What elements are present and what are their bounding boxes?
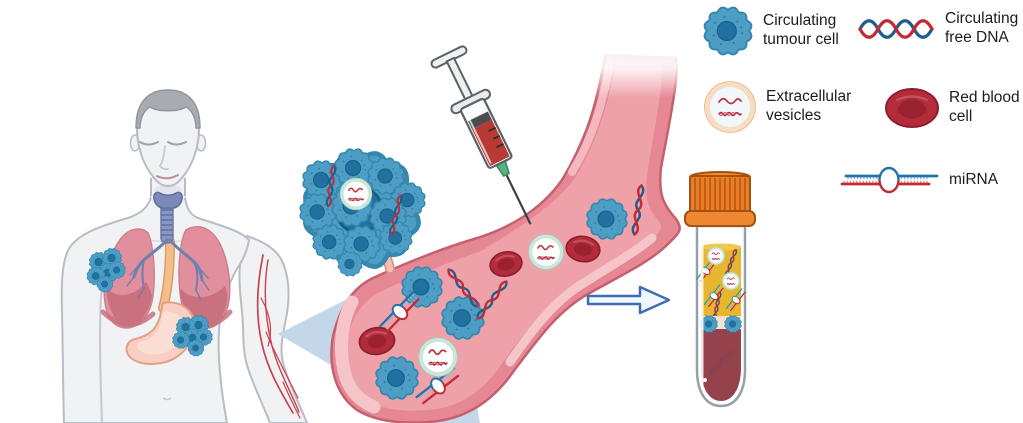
- bronchi: [126, 238, 210, 301]
- tumour-cell: [375, 356, 419, 400]
- stomach: [125, 301, 196, 365]
- legend-item-mirna: miRNA: [840, 162, 998, 198]
- trachea: [160, 202, 174, 244]
- legend-label: miRNA: [949, 170, 999, 188]
- legend-item-rbc: Red blood cell: [884, 86, 1023, 130]
- tumour-cell: [586, 198, 628, 240]
- legend-label: Red blood cell: [949, 89, 1020, 125]
- legend-item-ev: Extracellular vesicles: [703, 80, 861, 134]
- legend-label: Circulating tumour cell: [763, 12, 839, 48]
- plunger-rod: [445, 56, 475, 103]
- vessel-lumen: [345, 60, 662, 411]
- hair: [135, 89, 201, 129]
- head: [129, 89, 207, 188]
- mirna-icon: [840, 166, 939, 194]
- mouth: [156, 174, 179, 180]
- syringe: [430, 45, 532, 225]
- legend-item-ctc: Circulating tumour cell: [702, 5, 855, 57]
- glass-glint: [703, 378, 707, 382]
- drawn-blood: [471, 119, 510, 167]
- red-blood-cell-icon: [885, 88, 939, 128]
- arm-veins: [256, 254, 301, 419]
- chin-shadow: [154, 185, 182, 195]
- circulating-free-dna-icon: [858, 19, 934, 39]
- vessel-fade: [592, 34, 690, 98]
- extracellular-vesicle: [706, 246, 726, 266]
- larynx: [153, 191, 183, 209]
- flow-arrow: [586, 285, 671, 315]
- legend-label: Extracellular vesicles: [766, 88, 852, 124]
- extracellular-vesicle: [527, 233, 565, 271]
- extracellular-vesicle: [417, 336, 459, 378]
- needle: [504, 173, 532, 225]
- navel: [162, 397, 172, 401]
- tumour-cell: [401, 266, 443, 308]
- right-arm: [238, 235, 308, 423]
- extracellular-vesicle: [338, 176, 374, 212]
- barrel-graduations: [488, 126, 504, 149]
- neck-outline: [150, 178, 186, 196]
- tumour-cell-icon: [703, 6, 753, 56]
- nose: [158, 145, 169, 171]
- tumour-mass: [299, 148, 426, 277]
- plunger-seal: [468, 111, 492, 130]
- patient-figure: [60, 89, 308, 423]
- tube-cap: [684, 171, 756, 227]
- legend-item-cfdna: Circulating free DNA: [856, 10, 1023, 48]
- extracellular-vesicle: [721, 271, 741, 291]
- barrel-highlight: [464, 110, 492, 164]
- closed-eyes: [139, 141, 187, 146]
- legend-label: Circulating free DNA: [945, 10, 1019, 46]
- blood-tube: [684, 171, 756, 408]
- extracellular-vesicle-icon: [704, 81, 756, 133]
